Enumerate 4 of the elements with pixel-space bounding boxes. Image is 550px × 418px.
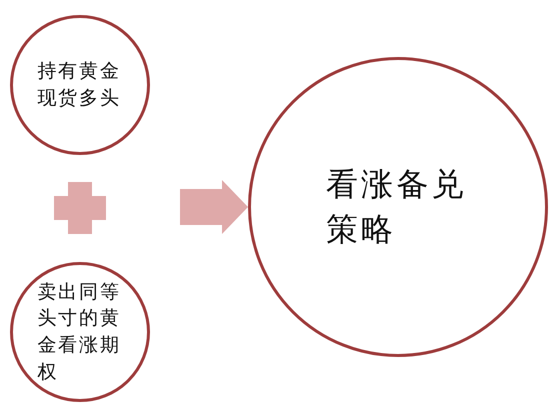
node-text: 卖出同等头寸的黄金看涨期权 — [37, 280, 122, 385]
block-arrow — [180, 180, 248, 234]
node-text: 持有黄金现货多头 — [37, 59, 122, 111]
node-text: 看涨备兑策略 — [326, 164, 468, 250]
